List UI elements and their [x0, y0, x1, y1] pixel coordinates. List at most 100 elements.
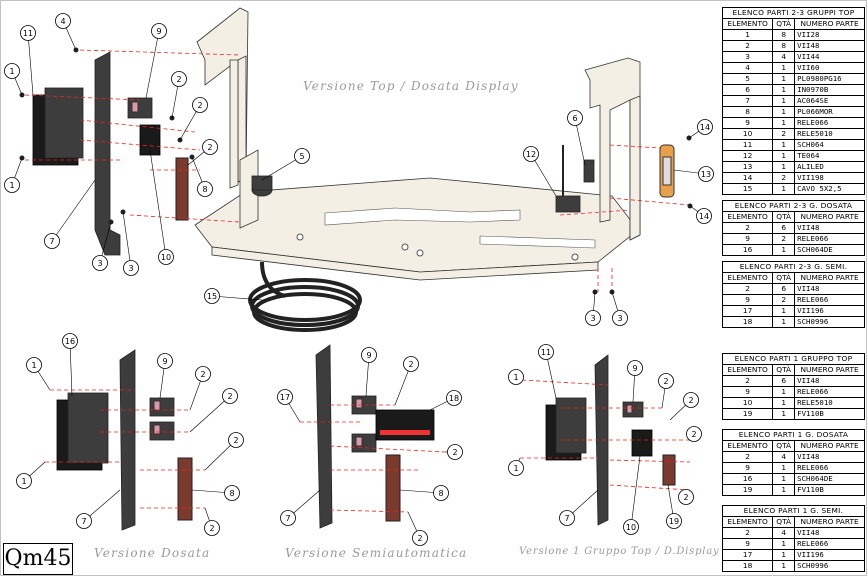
table-cell: 8 — [772, 29, 796, 41]
svg-text:1: 1 — [21, 477, 26, 486]
parts-table-title: ELENCO PARTI 2-3 G. DOSATA — [722, 200, 865, 212]
table-cell: FV110B — [794, 408, 865, 420]
table-cell: 15 — [721, 183, 774, 195]
table-cell: VII48 — [794, 222, 865, 234]
table-cell: 14 — [721, 172, 774, 184]
parts-table-header: ELEMENTO — [721, 272, 774, 284]
table-cell: 5 — [721, 73, 774, 85]
callout-balloon-5: 5 — [294, 148, 310, 164]
svg-text:6: 6 — [572, 114, 577, 123]
table-cell: 2 — [721, 222, 774, 234]
table-cell: VII196 — [794, 549, 865, 561]
svg-text:8: 8 — [438, 489, 443, 498]
callout-balloon-8: 8 — [224, 485, 240, 501]
svg-text:12: 12 — [526, 150, 536, 159]
parts-table-header: QTÀ — [772, 272, 796, 284]
callout-balloon-3: 3 — [92, 255, 108, 271]
svg-text:10: 10 — [626, 523, 636, 532]
table-cell: 1 — [772, 538, 796, 550]
callout-balloon-1: 1 — [508, 369, 524, 385]
table-cell: 19 — [721, 484, 774, 496]
table-cell: 1 — [772, 462, 796, 474]
table-cell: VII198 — [794, 172, 865, 184]
table-cell: VII48 — [794, 283, 865, 295]
drawing-code: Qm45 — [3, 543, 73, 575]
callout-leader — [574, 117, 586, 166]
table-cell: 4 — [772, 451, 796, 463]
table-cell: 16 — [721, 244, 774, 256]
callout-leader — [630, 455, 641, 528]
svg-text:16: 16 — [65, 337, 75, 346]
table-cell: VII48 — [794, 451, 865, 463]
callout-balloon-15: 15 — [204, 288, 220, 304]
svg-text:2: 2 — [209, 524, 214, 533]
callout-balloon-2: 2 — [403, 356, 419, 372]
svg-text:4: 4 — [60, 17, 65, 26]
table-cell: 4 — [772, 527, 796, 539]
svg-text:8: 8 — [202, 185, 207, 194]
table-cell: 1 — [772, 244, 796, 256]
parts-table-header: QTÀ — [772, 364, 796, 376]
table-cell: 19 — [721, 408, 774, 420]
svg-text:2: 2 — [663, 377, 668, 386]
svg-text:5: 5 — [299, 152, 304, 161]
table-cell: 1 — [772, 161, 796, 173]
table-cell: 11 — [721, 139, 774, 151]
svg-text:2: 2 — [408, 360, 413, 369]
callout-balloon-7: 7 — [280, 510, 296, 526]
callout-balloon-2: 2 — [202, 139, 218, 155]
callout-balloon-11: 11 — [538, 344, 554, 360]
table-cell: 1 — [772, 73, 796, 85]
callout-balloon-14: 14 — [697, 119, 713, 135]
table-cell: SCH064DE — [794, 244, 865, 256]
top-view-drawing — [19, 7, 693, 332]
table-cell: 2 — [721, 283, 774, 295]
table-cell: 3 — [721, 51, 774, 63]
caption-version-gruppo1: Versione 1 Gruppo Top / D.Display — [519, 546, 720, 557]
table-cell: 1 — [772, 62, 796, 74]
svg-text:2: 2 — [227, 392, 232, 401]
svg-text:2: 2 — [207, 143, 212, 152]
svg-text:14: 14 — [699, 212, 709, 221]
table-cell: VII48 — [794, 375, 865, 387]
table-cell: 4 — [772, 51, 796, 63]
callout-balloon-2: 2 — [447, 444, 463, 460]
table-cell: 9 — [721, 117, 774, 129]
table-cell: CAVO 5X2,5 — [794, 183, 865, 195]
svg-text:2: 2 — [233, 436, 238, 445]
svg-text:1: 1 — [513, 464, 518, 473]
callout-balloon-3: 3 — [585, 310, 601, 326]
callout-balloon-1: 1 — [508, 460, 524, 476]
table-cell: 8 — [721, 106, 774, 118]
parts-table-header: ELEMENTO — [721, 211, 774, 223]
table-cell: 1 — [772, 386, 796, 398]
table-cell: 6 — [772, 283, 796, 295]
table-cell: RELE066 — [794, 386, 865, 398]
callout-balloon-2: 2 — [192, 97, 208, 113]
callout-balloon-2: 2 — [195, 366, 211, 382]
callout-balloon-1: 1 — [4, 177, 20, 193]
table-cell: 1 — [721, 29, 774, 41]
parts-table-header: ELEMENTO — [721, 18, 774, 30]
semi-view-drawing — [300, 344, 446, 529]
svg-text:2: 2 — [176, 75, 181, 84]
callout-balloon-2: 2 — [678, 489, 694, 505]
